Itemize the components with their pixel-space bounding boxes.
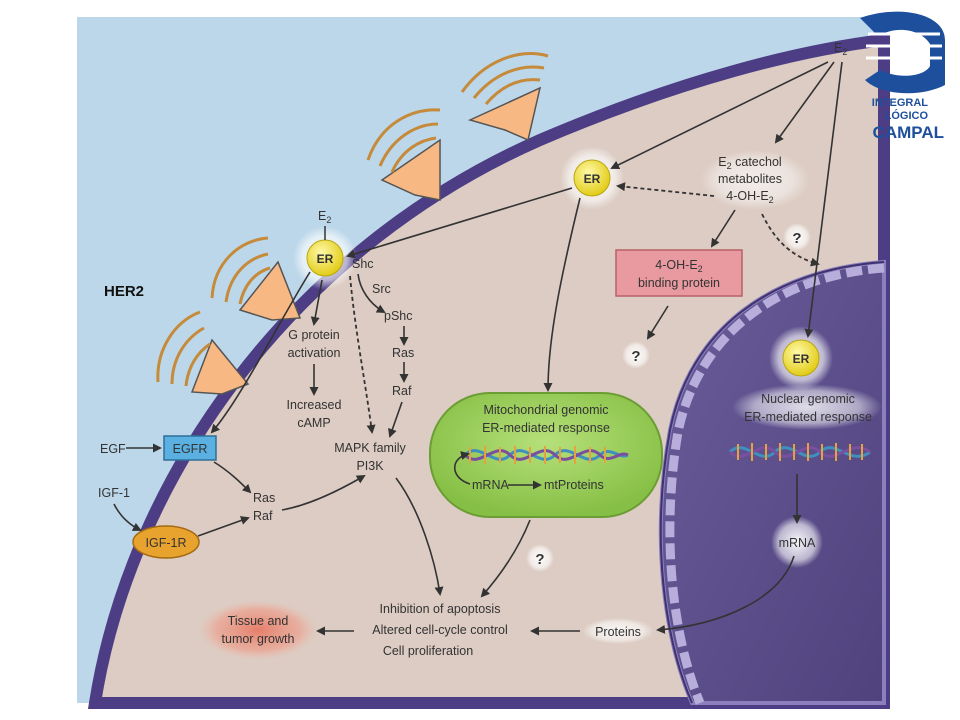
her2-receptors — [156, 52, 549, 395]
mito-dna-helix — [463, 446, 629, 464]
ras-label: Ras — [392, 346, 414, 360]
rasraf-line2: Raf — [253, 509, 273, 523]
nuclear-line2: ER-mediated response — [744, 410, 872, 424]
proteins-node: Proteins — [582, 618, 654, 644]
nuclear-mrna-label: mRNA — [779, 536, 816, 550]
catechol-line2: metabolites — [718, 172, 782, 186]
arrow-shc-to-mapk — [349, 275, 376, 434]
question-mark-1: ? — [792, 230, 801, 247]
logo-mark-icon — [860, 11, 945, 94]
gprotein-line2: activation — [288, 346, 341, 360]
her2-receptor-4 — [156, 310, 250, 395]
arrow-igf1r-to-rasraf — [197, 516, 250, 537]
logo-text-line3: CAMPAL — [873, 123, 944, 142]
catechol-line1: E2 catechol — [718, 155, 781, 171]
binding-line1: 4-OH-E2 — [655, 258, 702, 274]
nuclear-response: Nuclear genomic ER-mediated response mRN… — [728, 384, 882, 568]
arrow-catechol-to-binding — [710, 209, 736, 248]
arrow-er-mem-to-egfr — [210, 271, 311, 434]
arrow-catechol-to-er — [616, 182, 715, 197]
igf1r-receptor: IGF-1R — [132, 525, 200, 559]
binding-protein: 4-OH-E2 binding protein — [615, 249, 743, 297]
her2-receptor-2 — [366, 108, 441, 201]
egfr-receptor: EGFR — [163, 435, 217, 461]
mito-mtproteins-label: mtProteins — [544, 478, 604, 492]
her2-receptor-3 — [210, 236, 302, 321]
mito-line2: ER-mediated response — [482, 421, 610, 435]
outcome-line3: Cell proliferation — [383, 644, 473, 658]
arrow-e2-to-catechol — [774, 61, 835, 144]
raf-label: Raf — [392, 384, 412, 398]
gprotein-line1: G protein — [288, 328, 339, 342]
tissue-line2: tumor growth — [222, 632, 295, 646]
e2-membrane-label: E2 — [318, 209, 331, 225]
er-node-cytoplasm: ER — [560, 146, 624, 210]
nuclear-dna-helix — [728, 443, 871, 461]
signaling-labels: Shc Src pShc Ras Raf G protein activatio… — [98, 257, 414, 523]
arrow-rasraf-to-mapk — [281, 474, 366, 511]
nuclear-line1: Nuclear genomic — [761, 392, 855, 406]
catechol-line3: 4-OH-E2 — [726, 189, 773, 205]
rasraf-line1: Ras — [253, 491, 275, 505]
e2-top-label: E2 — [834, 41, 847, 57]
logo: INTEGRAL LÓGICO CAMPAL — [860, 11, 945, 142]
catechol-metabolites: E2 catechol metabolites 4-OH-E2 — [700, 150, 810, 210]
arrow-mapk-to-outcome — [395, 477, 444, 596]
pathway-arrows — [113, 61, 843, 636]
arrow-er-cyto-to-er-mem — [346, 187, 573, 259]
arrow-igf1-to-igf1r — [113, 503, 142, 531]
logo-text-line1: INTEGRAL — [872, 97, 929, 109]
proteins-label: Proteins — [595, 625, 641, 639]
mito-mrna-label: mRNA — [472, 478, 509, 492]
nuclear-envelope-pores — [665, 263, 885, 705]
camp-line2: cAMP — [297, 416, 330, 430]
er-label-cytoplasm: ER — [584, 172, 601, 186]
arrow-shc-to-pshc — [357, 273, 386, 313]
outcome-line1: Inhibition of apoptosis — [380, 602, 501, 616]
question-marks: ? ? ? — [526, 223, 811, 572]
question-mark-2: ? — [631, 348, 640, 365]
mito-line1: Mitochondrial genomic — [483, 403, 608, 417]
tissue-line1: Tissue and — [228, 614, 289, 628]
outcome-line2: Altered cell-cycle control — [372, 623, 507, 637]
arrow-er-cyto-to-mito — [543, 197, 581, 392]
arrow-er-mem-to-gprotein — [310, 279, 323, 326]
question-mark-3: ? — [535, 551, 544, 568]
arrow-binding-to-q — [646, 305, 669, 340]
igf1-label: IGF-1 — [98, 486, 130, 500]
mapk-line1: MAPK family — [334, 441, 406, 455]
igf1r-label: IGF-1R — [146, 536, 187, 550]
camp-line1: Increased — [287, 398, 342, 412]
mitochondrion: Mitochondrial genomic ER-mediated respon… — [429, 392, 663, 518]
her2-label: HER2 — [104, 283, 144, 300]
er-node-nucleus: ER — [769, 326, 833, 390]
arrow-catechol-to-nucleus — [761, 213, 820, 267]
pshc-label: pShc — [384, 309, 413, 323]
arrow-raf-to-mapk — [388, 401, 403, 438]
cellular-outcome: Inhibition of apoptosis Altered cell-cyc… — [372, 602, 507, 658]
her2-receptor-1 — [460, 52, 549, 142]
er-label-nucleus: ER — [793, 352, 810, 366]
diagram-panel — [77, 17, 890, 709]
er-label-membrane: ER — [317, 252, 334, 266]
egf-label: EGF — [100, 442, 126, 456]
arrow-mito-loop — [453, 451, 471, 485]
arrow-e2-to-er-cyto — [610, 61, 829, 169]
logo-text-line2: LÓGICO — [885, 109, 929, 122]
arrow-egfr-to-rasraf — [213, 461, 252, 494]
src-label: Src — [372, 282, 391, 296]
tissue-growth: Tissue and tumor growth — [198, 600, 318, 660]
arrow-e2-to-er-nucleus — [804, 61, 843, 338]
shc-label: Shc — [352, 257, 374, 271]
mapk-line2: PI3K — [356, 459, 384, 473]
arrow-mrna-to-proteins — [656, 555, 795, 634]
binding-line2: binding protein — [638, 276, 720, 290]
egfr-label: EGFR — [173, 442, 208, 456]
arrow-mito-to-outcome — [480, 519, 531, 598]
